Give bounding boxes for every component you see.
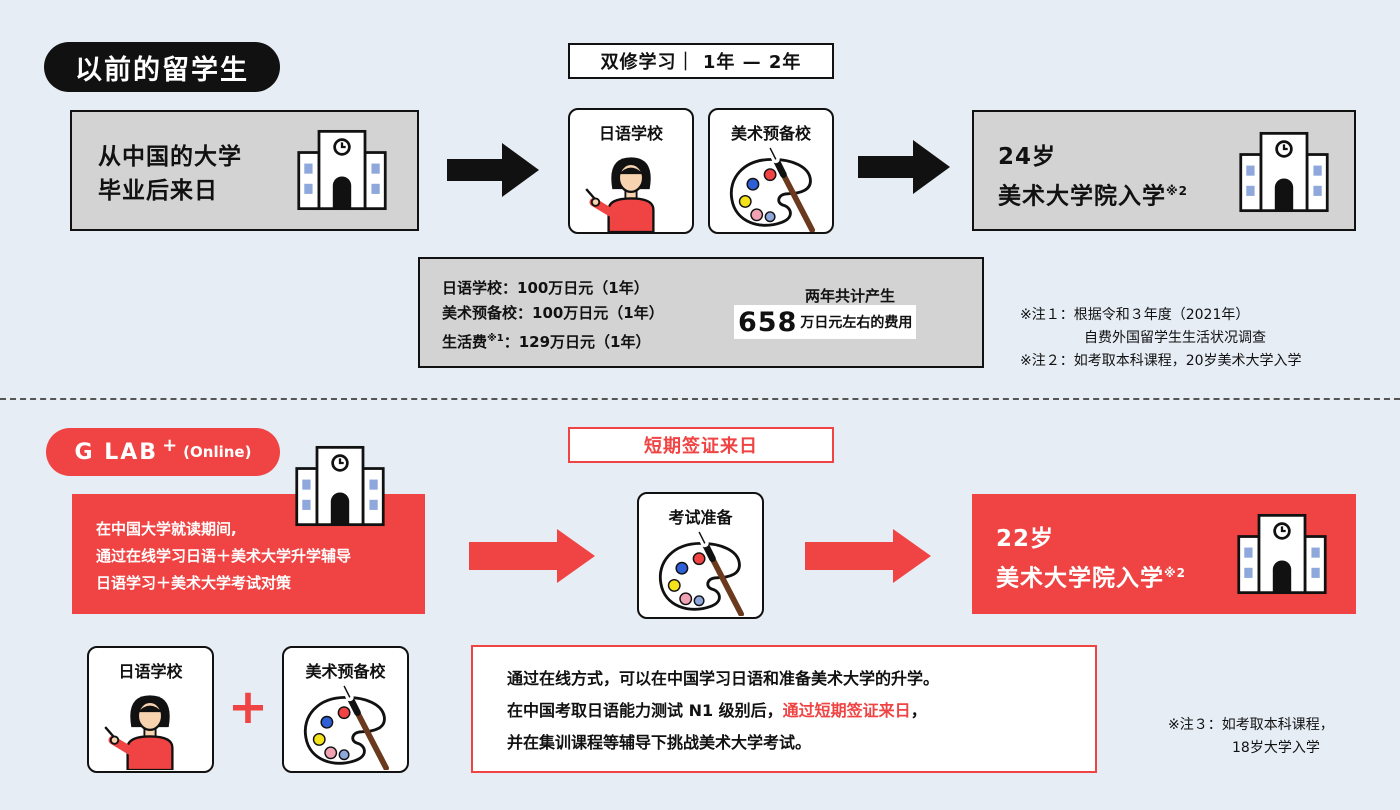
result-line: 美术大学院入学 bbox=[998, 183, 1166, 210]
cost-line-art: 美术预备校：100万日元（1年） bbox=[442, 304, 664, 322]
result-glab-text: 22岁 美术大学院入学※2 bbox=[996, 522, 1186, 596]
description-line-1: 通过在线方式，可以在中国学习日语和准备美术大学的升学。 bbox=[507, 669, 940, 688]
arrow-right-icon bbox=[469, 529, 595, 583]
origin-glab-line-1: 在中国大学就读期间, bbox=[96, 520, 237, 538]
teacher-icon bbox=[97, 686, 203, 770]
glab-badge-plus: + bbox=[162, 434, 178, 456]
note-1: ※注１：根据令和３年度（2021年） bbox=[1020, 307, 1250, 323]
study-period-label: 双修学习｜ 1年 — 2年 bbox=[568, 43, 834, 79]
description-highlight: 通过短期签证来日 bbox=[782, 701, 911, 720]
origin-line-1: 从中国的大学 bbox=[98, 144, 242, 170]
teacher-icon bbox=[578, 148, 684, 232]
cost-line-living-suffix: ：129万日元（1年） bbox=[503, 333, 651, 351]
note-3-line-1: ※注３：如考取本科课程， bbox=[1168, 717, 1334, 733]
short-visa-label: 短期签证来日 bbox=[568, 427, 834, 463]
result-age: 24岁 bbox=[998, 144, 1057, 170]
art-prep-school-card-title: 美术预备校 bbox=[730, 124, 811, 143]
paint-palette-icon bbox=[296, 684, 396, 770]
japanese-school-card-top: 日语学校 bbox=[568, 108, 694, 234]
japanese-school-card-title: 日语学校 bbox=[598, 124, 663, 143]
arrow-right-icon bbox=[858, 140, 950, 194]
paint-palette-icon bbox=[722, 146, 822, 232]
previous-students-badge: 以前的留学生 bbox=[44, 42, 280, 92]
origin-box-previous: 从中国的大学 毕业后来日 bbox=[70, 110, 419, 231]
total-cost-title: 两年共计产生 bbox=[804, 287, 895, 305]
origin-text: 从中国的大学 毕业后来日 bbox=[98, 140, 242, 208]
note-1-continued: 自费外国留学生生活状况调查 bbox=[1084, 330, 1266, 346]
result-box-glab: 22岁 美术大学院入学※2 bbox=[972, 494, 1356, 614]
cost-lines: 日语学校：100万日元（1年） 美术预备校：100万日元（1年） 生活费※1：1… bbox=[442, 276, 664, 355]
plus-icon: + bbox=[227, 679, 269, 735]
school-building-icon bbox=[296, 128, 388, 212]
art-prep-school-card-bottom-title: 美术预备校 bbox=[305, 662, 386, 681]
school-building-icon bbox=[1236, 512, 1328, 596]
result-glab-age: 22岁 bbox=[996, 526, 1055, 552]
result-glab-note-mark: ※2 bbox=[1164, 566, 1187, 580]
note-3: ※注３：如考取本科课程， 18岁大学入学 bbox=[1168, 714, 1334, 760]
total-cost-suffix: 万日元左右的费用 bbox=[800, 315, 913, 331]
previous-students-badge-label: 以前的留学生 bbox=[75, 54, 249, 86]
result-box-previous: 24岁 美术大学院入学※2 bbox=[972, 110, 1356, 231]
note-2: ※注２：如考取本科课程，20岁美术大学入学 bbox=[1020, 353, 1302, 369]
notes-top: ※注１：根据令和３年度（2021年） 自费外国留学生生活状况调查 ※注２：如考取… bbox=[1020, 304, 1302, 373]
cost-line-living-prefix: 生活费 bbox=[442, 333, 488, 351]
glab-badge-sub: (Online) bbox=[183, 443, 252, 461]
exam-prep-card: 考试准备 bbox=[637, 492, 764, 619]
note-3-line-2: 18岁大学入学 bbox=[1232, 740, 1320, 756]
cost-note-mark: ※1 bbox=[487, 333, 504, 344]
short-visa-text: 短期签证来日 bbox=[644, 436, 758, 457]
exam-prep-card-title: 考试准备 bbox=[668, 508, 733, 527]
study-period-text: 双修学习｜ 1年 — 2年 bbox=[600, 52, 802, 73]
glab-online-badge: G LAB + (Online) bbox=[46, 428, 280, 476]
section-divider bbox=[0, 398, 1400, 400]
total-cost-figure: 658 万日元左右的费用 bbox=[734, 305, 917, 339]
total-cost-number: 658 bbox=[738, 306, 798, 338]
cost-summary-box: 日语学校：100万日元（1年） 美术预备校：100万日元（1年） 生活费※1：1… bbox=[418, 257, 984, 368]
school-building-icon bbox=[294, 444, 386, 528]
arrow-right-icon bbox=[447, 143, 539, 197]
cost-line-japanese: 日语学校：100万日元（1年） bbox=[442, 279, 649, 297]
japanese-school-card-bottom: 日语学校 bbox=[87, 646, 214, 773]
result-glab-line: 美术大学院入学 bbox=[996, 565, 1164, 592]
origin-glab-text: 在中国大学就读期间, 通过在线学习日语＋美术大学升学辅导 日语学习＋美术大学考试… bbox=[96, 516, 351, 597]
glab-description-text: 通过在线方式，可以在中国学习日语和准备美术大学的升学。 在中国考取日语能力测试 … bbox=[507, 663, 939, 759]
origin-glab-line-2: 通过在线学习日语＋美术大学升学辅导 bbox=[96, 547, 352, 565]
description-line-2-start: 在中国考取日语能力测试 N1 级别后， bbox=[507, 701, 783, 720]
school-building-icon bbox=[1238, 130, 1330, 214]
origin-glab-line-3: 日语学习＋美术大学考试对策 bbox=[96, 574, 292, 592]
japanese-school-card-bottom-title: 日语学校 bbox=[118, 662, 183, 681]
arrow-right-icon bbox=[805, 529, 931, 583]
glab-description-box: 通过在线方式，可以在中国学习日语和准备美术大学的升学。 在中国考取日语能力测试 … bbox=[471, 645, 1097, 773]
result-text: 24岁 美术大学院入学※2 bbox=[998, 140, 1188, 214]
description-line-2-end: ， bbox=[910, 701, 927, 720]
paint-palette-icon bbox=[651, 530, 751, 616]
description-line-3: 并在集训课程等辅导下挑战美术大学考试。 bbox=[507, 733, 812, 752]
art-prep-school-card-top: 美术预备校 bbox=[708, 108, 834, 234]
art-prep-school-card-bottom: 美术预备校 bbox=[282, 646, 409, 773]
result-note-mark: ※2 bbox=[1166, 184, 1189, 198]
glab-badge-main: G LAB bbox=[74, 439, 159, 465]
origin-line-2: 毕业后来日 bbox=[98, 178, 218, 204]
